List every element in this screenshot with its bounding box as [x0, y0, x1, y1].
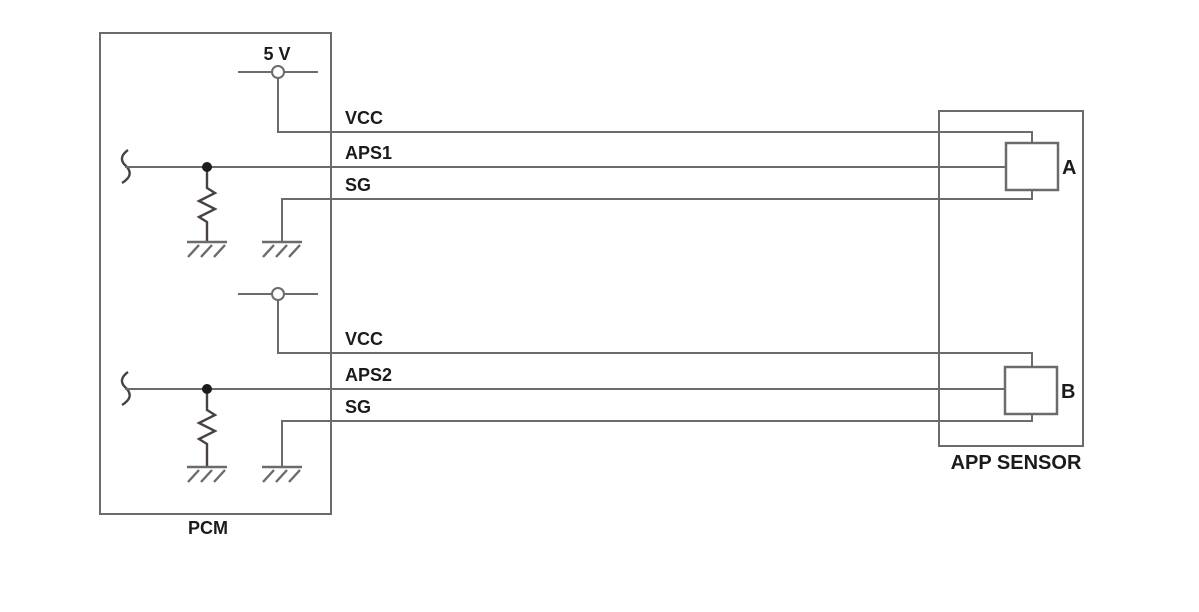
channel2-circuit [120, 287, 1059, 483]
ground-icon-3 [187, 465, 227, 483]
connector-b-label: B [1061, 381, 1075, 403]
supply-voltage-label: 5 V [263, 44, 290, 64]
aps2-label: APS2 [345, 365, 392, 385]
ground-icon-2 [262, 240, 302, 258]
app-sensor-box [938, 110, 1084, 447]
resistor-icon-2 [196, 389, 218, 467]
ground-icon-4 [262, 465, 302, 483]
vcc1-label: VCC [345, 108, 383, 128]
pcm-title: PCM [188, 518, 228, 538]
vcc2-label: VCC [345, 329, 383, 349]
channel1-circuit [120, 65, 1060, 258]
app-sensor-title: APP SENSOR [951, 452, 1082, 474]
junction-dot-2 [202, 384, 212, 394]
connector-a-label: A [1062, 157, 1076, 179]
wire-sg-2 [281, 413, 1033, 467]
pcm-box [99, 32, 332, 515]
supply-terminal-circle-icon-2 [271, 287, 285, 301]
connector-a-pad [1004, 141, 1060, 192]
ground-icon-1 [187, 240, 227, 258]
supply-terminal-circle-icon-1 [271, 65, 285, 79]
wire-sg-1 [281, 189, 1033, 242]
connector-b-pad [1003, 365, 1059, 416]
sg2-label: SG [345, 397, 371, 417]
aps1-label: APS1 [345, 143, 392, 163]
wire-vcc-1 [277, 78, 1033, 144]
resistor-icon-1 [196, 167, 218, 242]
junction-dot-1 [202, 162, 212, 172]
wire-vcc-2 [277, 300, 1033, 368]
sg1-label: SG [345, 175, 371, 195]
